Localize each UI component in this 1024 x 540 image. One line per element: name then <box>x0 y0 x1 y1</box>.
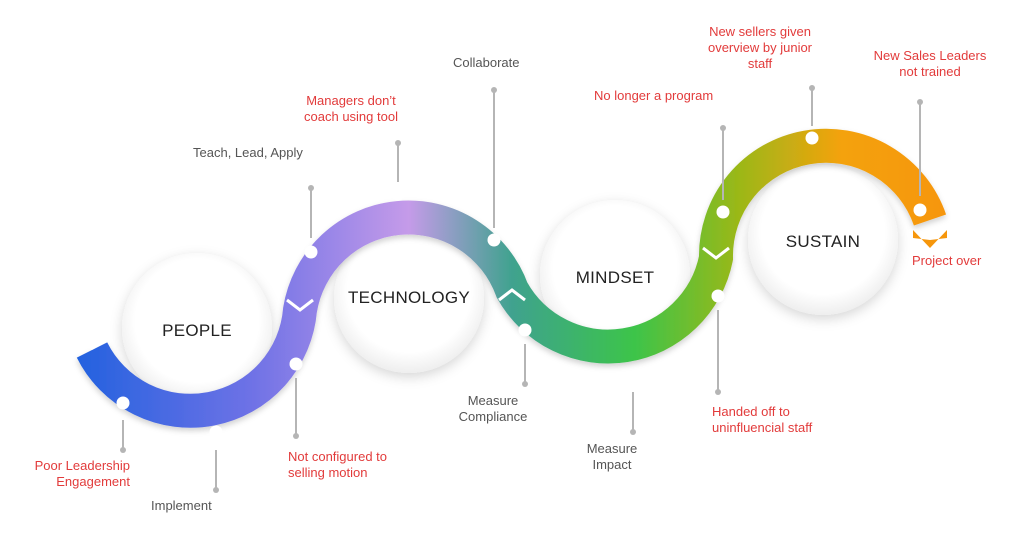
disc-mindset <box>540 200 690 350</box>
ribbon-notch <box>702 246 730 260</box>
disc-people <box>122 253 272 403</box>
label-no-longer-program: No longer a program <box>594 88 714 103</box>
ribbon-marker-dot <box>391 187 405 201</box>
connector-impact-end-dot <box>630 429 636 435</box>
connector-not-configured-end-dot <box>293 433 299 439</box>
connector-collaborate-end-dot <box>491 87 497 93</box>
stage-title-technology: TECHNOLOGY <box>347 288 471 307</box>
ribbon-marker-dot <box>116 396 130 410</box>
ribbon-marker-dot <box>716 205 730 219</box>
ribbon-notch <box>286 298 314 312</box>
ribbon-marker-dot <box>518 323 532 337</box>
connector-implement-end-dot <box>213 487 219 493</box>
label-implement: Implement <box>151 498 212 513</box>
label-measure-compliance: Measure Compliance <box>458 393 528 424</box>
stage-title-sustain: SUSTAIN <box>785 232 861 251</box>
label-handed-off: Handed off to uninfluencial staff <box>712 404 813 435</box>
connector-new-sellers-end-dot <box>809 85 815 91</box>
ribbon-marker-dot <box>487 233 501 247</box>
label-poor-leadership: Poor Leadership Engagement <box>34 458 130 489</box>
label-measure-impact: Measure Impact <box>586 441 638 472</box>
ribbon-tail-notch <box>74 334 110 350</box>
connector-teach-end-dot <box>308 185 314 191</box>
connector-new-leaders-end-dot <box>917 99 923 105</box>
label-new-sales-leaders: New Sales Leaders not trained <box>873 48 987 79</box>
ribbon-notch <box>498 288 526 302</box>
stage-title-mindset: MINDSET <box>575 268 655 287</box>
label-managers-dont-coach: Managers don’t coach using tool <box>304 93 398 124</box>
connector-poor-leadership-end-dot <box>120 447 126 453</box>
ribbon-marker-dot <box>626 373 640 387</box>
label-teach-lead-apply: Teach, Lead, Apply <box>193 145 303 160</box>
ribbon-marker-dot <box>304 245 318 259</box>
ribbon-marker-dot <box>711 289 725 303</box>
connector-handed-off-end-dot <box>715 389 721 395</box>
ribbon-marker-dot <box>209 425 223 439</box>
stage-title-people: PEOPLE <box>162 321 232 340</box>
ribbon-marker-dot <box>805 131 819 145</box>
connector-no-longer-end-dot <box>720 125 726 131</box>
ribbon-arrow-tip <box>913 230 947 248</box>
connector-compliance-end-dot <box>522 381 528 387</box>
ribbon-marker-dot <box>289 357 303 371</box>
disc-sustain <box>748 165 898 315</box>
label-collaborate: Collaborate <box>453 55 520 70</box>
label-not-configured: Not configured to selling motion <box>288 449 388 480</box>
label-project-over: Project over <box>912 253 982 268</box>
disc-technology <box>334 223 484 373</box>
label-new-sellers: New sellers given overview by junior sta… <box>707 24 813 71</box>
ribbon-marker-dot <box>913 203 927 217</box>
connector-managers-end-dot <box>395 140 401 146</box>
